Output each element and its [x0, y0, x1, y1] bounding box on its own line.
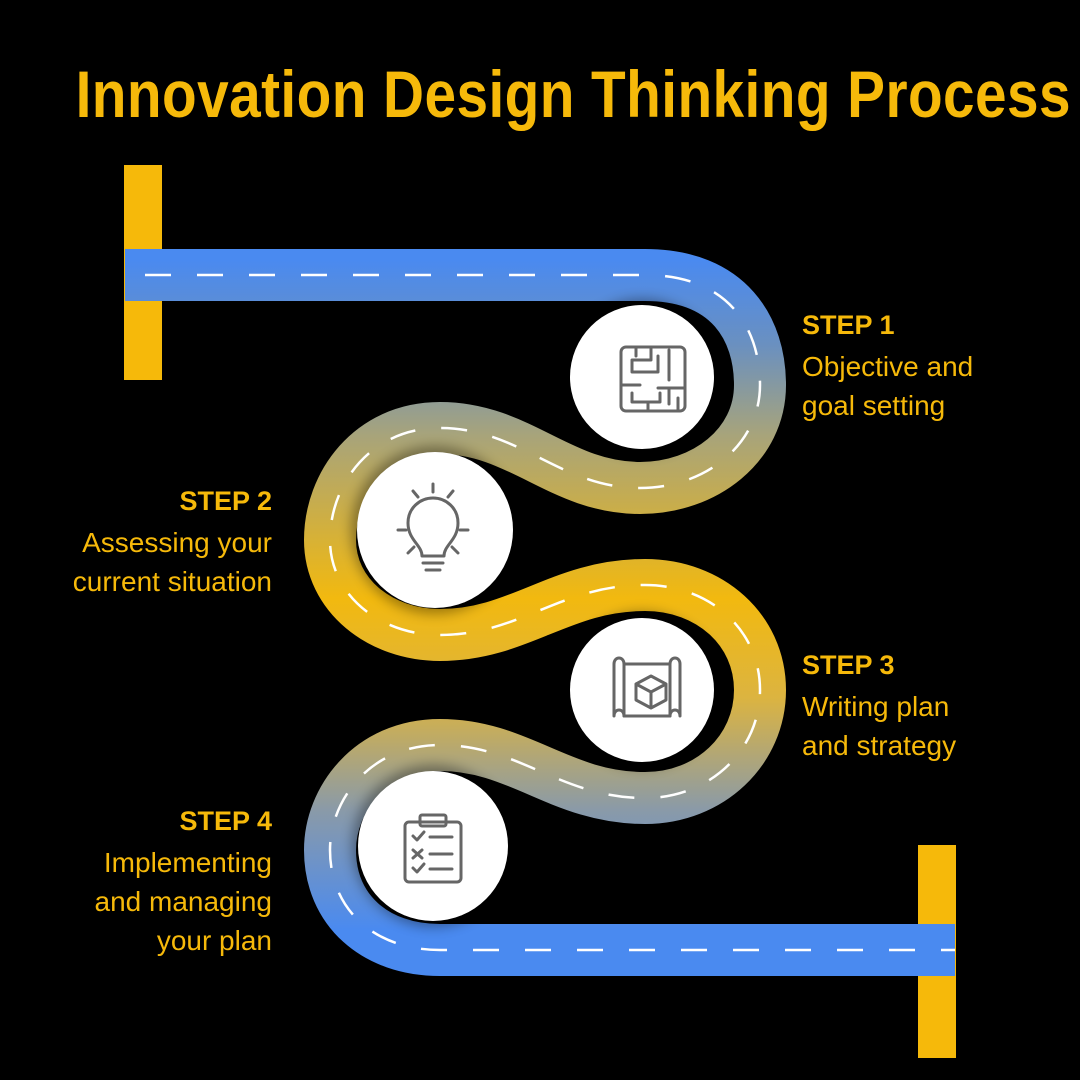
step-description: current situation	[72, 566, 272, 597]
step-2-circle	[357, 452, 513, 608]
step-label: STEP 2	[179, 486, 272, 516]
step-label: STEP 3	[802, 650, 895, 680]
blueprint-icon	[612, 656, 682, 718]
step-description: and strategy	[802, 730, 957, 761]
step-description: Implementing	[103, 847, 272, 878]
step-description: Writing plan	[802, 691, 950, 722]
step-description: Objective and	[802, 351, 974, 382]
step-4-circle	[358, 771, 508, 921]
step-4-text: STEP 4 Implementing and managing your pl…	[95, 802, 272, 960]
page-title: Innovation Design Thinking Process	[75, 57, 1072, 131]
step-3-circle	[570, 618, 714, 762]
step-3-text: STEP 3 Writing plan and strategy	[802, 646, 956, 765]
lightbulb-icon	[396, 482, 470, 572]
step-1-circle	[570, 305, 714, 449]
step-2-text: STEP 2 Assessing your current situation	[73, 482, 272, 601]
step-label: STEP 4	[179, 806, 272, 836]
maze-icon	[619, 345, 687, 413]
step-1-text: STEP 1 Objective and goal setting	[802, 306, 973, 425]
step-circles	[351, 299, 720, 927]
road-lane-dashes	[125, 273, 955, 952]
step-description: goal setting	[802, 390, 946, 421]
clipboard-checklist-icon	[403, 813, 463, 884]
step-description: Assessing your	[82, 527, 272, 558]
step-description: and managing	[94, 886, 272, 917]
step-description: your plan	[156, 925, 272, 956]
step-label: STEP 1	[802, 310, 895, 340]
